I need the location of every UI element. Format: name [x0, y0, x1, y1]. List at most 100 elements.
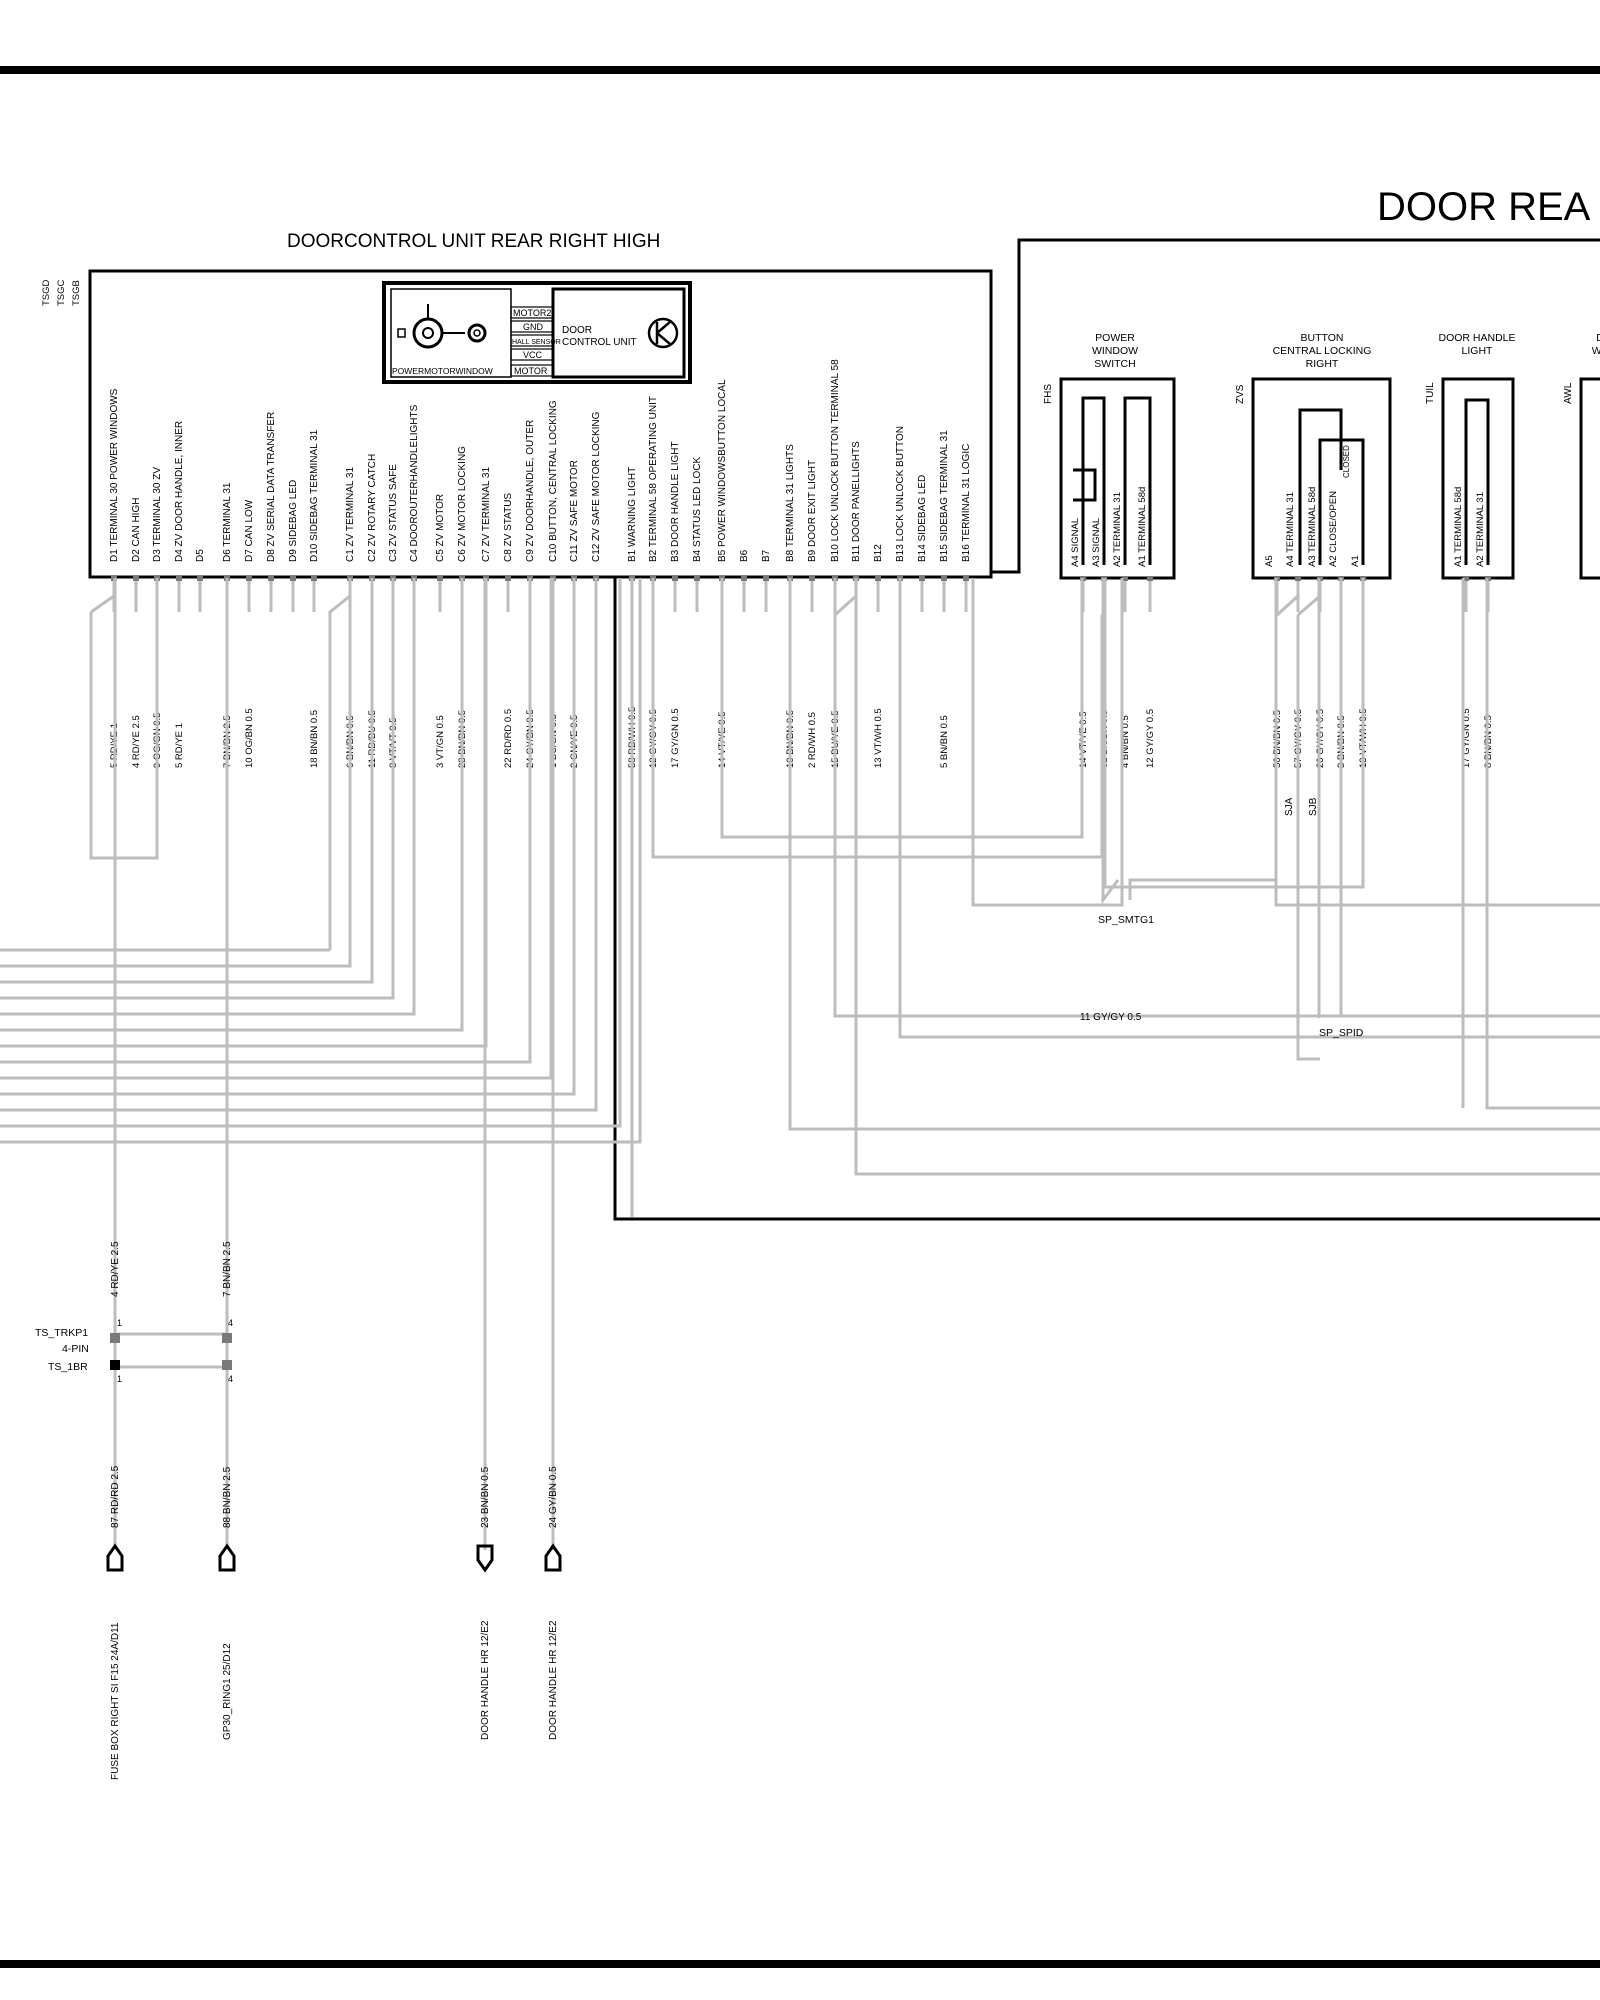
- dcu-pin-terminal: [809, 576, 815, 581]
- component-pin-label: A4 SIGNAL: [1070, 518, 1081, 567]
- bottom-border-bar: [0, 1960, 1600, 1968]
- dcu-wire-label: 22 RD/RD 0.5: [503, 709, 514, 768]
- component-code: TUIL: [1425, 382, 1436, 404]
- dcu-pins: D1 TERMINAL 30 POWER WINDOWS D2 CAN HIGH D…: [109, 359, 972, 562]
- dcu-pin-c8-label: C8 ZV STATUS: [503, 493, 514, 562]
- component-pin-label: A2 TERMINAL 31: [1475, 492, 1486, 567]
- inner-label-hall-sensor: HALL SENSOR: [512, 339, 561, 346]
- dcu-pin-b3-label: B3 DOOR HANDLE LIGHT: [670, 441, 681, 562]
- component-wire-label: 12 GY/GY 0.5: [1145, 709, 1156, 768]
- dcu-title: DOORCONTROL UNIT REAR RIGHT HIGH: [287, 231, 660, 252]
- inner-label-motor: MOTOR: [514, 366, 548, 376]
- dcu-side-code: TSGB: [71, 280, 82, 306]
- dcu-pin-b4-label: B4 STATUS LED LOCK: [692, 456, 703, 562]
- component-box: [1059, 377, 1176, 580]
- dcu-pin-d10-label: D10 SIDEBAG TERMINAL 31: [309, 429, 320, 562]
- component-title: SWITCH: [1094, 358, 1135, 370]
- component-title: DOOR HANDLE: [1438, 332, 1515, 344]
- dcu-pin-b14-label: B14 SIDEBAG LED: [917, 475, 928, 562]
- connector-pin-1-bottom: 1: [117, 1374, 122, 1384]
- connector-pin-4-top: 4: [228, 1318, 233, 1328]
- dcu-side-code: TSGC: [56, 279, 67, 306]
- dcu-pin-d2-label: D2 CAN HIGH: [131, 498, 142, 562]
- connector-name-3: TS_1BR: [48, 1361, 88, 1373]
- dcu-pin-c3-label: C3 ZV STATUS SAFE: [388, 464, 399, 562]
- splice-sja: SJA: [1284, 797, 1295, 816]
- dcu-side-code: TSGD: [41, 279, 52, 306]
- component-pin-terminal: [1463, 576, 1469, 581]
- terminal-arrow: [106, 1543, 124, 1572]
- component-pin-terminal: [1147, 576, 1153, 581]
- inner-label-gnd: GND: [523, 322, 544, 332]
- dcu-pin-d4-label: D4 ZV DOOR HANDLE, INNER: [174, 421, 185, 562]
- dcu-pin-b11-label: B11 DOOR PANELLIGHTS: [851, 441, 862, 562]
- dcu-pin-c9-label: C9 ZV DOORHANDLE, OUTER: [525, 420, 536, 562]
- motor-icon: [397, 304, 487, 349]
- dcu-pin-d7-label: D7 CAN LOW: [244, 499, 255, 562]
- dcu-wire-label: 5 BN/BN 0.5: [939, 715, 950, 768]
- inner-label-powermotorwindow: POWERMOTORWINDOW: [392, 366, 493, 376]
- dcu-pin-terminal: [197, 576, 203, 581]
- dcu-wire-label: 17 GY/GN 0.5: [670, 708, 681, 768]
- component-title: WINDOW: [1092, 345, 1138, 357]
- terminal-wire-label: 23 BN/BN 0.5: [480, 1466, 491, 1528]
- connector-pin-4-bottom: 4: [228, 1374, 233, 1384]
- routing-wires: [0, 578, 1600, 1550]
- terminal-wire-label: 87 RD/RD 2.5: [110, 1465, 121, 1528]
- terminal-arrow: [218, 1543, 236, 1572]
- dcu-pin-terminal: [176, 576, 182, 581]
- terminal-destination: GP30_RING1 25/D12: [222, 1643, 233, 1740]
- component-pin-label: A1 TERMINAL 58d: [1137, 487, 1148, 567]
- dcu-pin-c10-label: C10 BUTTON, CENTRAL LOCKING: [548, 400, 559, 562]
- dcu-pin-b7-label: B7: [761, 549, 772, 562]
- terminal-destination: FUSE BOX RIGHT SI F15 24A/D11: [110, 1622, 121, 1780]
- component-title: D: [1596, 332, 1600, 344]
- dcu-pin-b10-label: B10 LOCK UNLOCK BUTTON TERMINAL 58: [830, 359, 841, 562]
- component-closed-label: CLOSED: [1342, 445, 1351, 478]
- component-title: POWER: [1095, 332, 1135, 344]
- dcu-pin-terminal: [505, 576, 511, 581]
- dcu-pin-d1-label: D1 TERMINAL 30 POWER WINDOWS: [109, 388, 120, 562]
- terminal-arrow: [544, 1543, 562, 1572]
- inner-label-vcc: VCC: [523, 350, 543, 360]
- main-title: DOOR REA: [1377, 185, 1591, 229]
- dcu-pin-b2-label: B2 TERMINAL 58 OPERATING UNIT: [648, 396, 659, 562]
- dcu-pin-b5-label: B5 POWER WINDOWSBUTTON LOCAL: [717, 379, 728, 562]
- dcu-pin-terminal: [672, 576, 678, 581]
- dcu-pin-b1-label: B1 WARNING LIGHT: [627, 467, 638, 562]
- connector-pin-1-top: 1: [117, 1318, 122, 1328]
- component-pin-label: A1: [1350, 555, 1361, 567]
- component-pin-label: A2 CLOSE/OPEN: [1328, 491, 1339, 567]
- component-wire-label: 4 BN/BN 0.5: [1120, 715, 1131, 768]
- connector-name-2: 4-PIN: [62, 1343, 89, 1355]
- component-pin-terminal: [1295, 576, 1301, 581]
- terminal-destination: DOOR HANDLE HR 12/E2: [480, 1620, 491, 1740]
- dcu-wire-label: 4 RD/YE 2.5: [131, 715, 142, 768]
- component-box: [1441, 377, 1515, 580]
- component-code: AWL: [1563, 382, 1574, 404]
- door-control-unit-box: [88, 269, 993, 579]
- component-box: [1579, 377, 1600, 580]
- dcu-pin-terminal: [741, 576, 747, 581]
- inner-label-control-unit: CONTROL UNIT: [562, 337, 637, 348]
- dcu-pin-terminal: [694, 576, 700, 581]
- dcu-pin-b15-label: B15 SIDEBAG TERMINAL 31: [939, 430, 950, 562]
- transistor-icon: [647, 317, 679, 349]
- dcu-pin-b6-label: B6: [739, 549, 750, 562]
- dcu-pin-d8-label: D8 ZV SERIAL DATA TRANSFER: [266, 412, 277, 562]
- splice-sp-spid: SP_SPID: [1319, 1027, 1364, 1039]
- dcu-pin-terminal: [246, 576, 252, 581]
- dcu-pin-terminal: [963, 576, 969, 581]
- component-title: RIGHT: [1306, 358, 1339, 370]
- dcu-pin-terminal: [290, 576, 296, 581]
- dcu-pin-d9-label: D9 SIDEBAG LED: [288, 480, 299, 562]
- component-pin-label: A3 TERMINAL 58d: [1307, 487, 1318, 567]
- wire-label-4-rdye: 4 RD/YE 2.5: [110, 1241, 121, 1297]
- component-title: WA: [1592, 345, 1600, 357]
